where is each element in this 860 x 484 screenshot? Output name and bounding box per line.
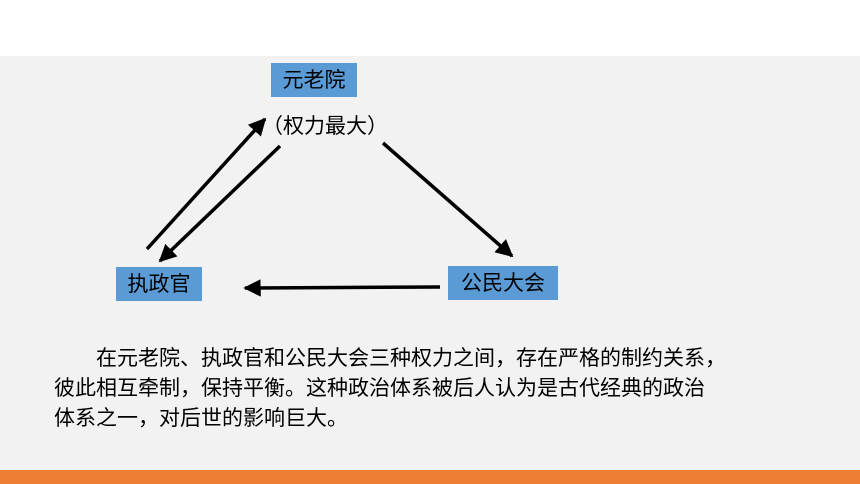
senate-note: （权力最大） <box>262 114 388 138</box>
arrow-assembly-to-consul <box>243 279 441 297</box>
assembly-node: 公民大会 <box>448 266 558 300</box>
description-paragraph: 在元老院、执政官和公民大会三种权力之间，存在严格的制约关系， 彼此相互牵制，保持… <box>54 343 854 433</box>
description-line-2: 彼此相互牵制，保持平衡。这种政治体系被后人认为是古代经典的政治 <box>54 376 705 400</box>
arrow-consul-to-senate <box>145 117 267 251</box>
description-line-3: 体系之一，对后世的影响巨大。 <box>54 406 348 430</box>
content-panel <box>0 56 860 470</box>
senate-node: 元老院 <box>271 63 357 97</box>
accent-bar <box>0 470 860 484</box>
consul-node: 执政官 <box>116 267 202 301</box>
arrow-senate-to-consul <box>158 144 282 263</box>
arrow-senate-to-assembly <box>381 141 514 258</box>
description-line-1: 在元老院、执政官和公民大会三种权力之间，存在严格的制约关系， <box>96 346 726 370</box>
